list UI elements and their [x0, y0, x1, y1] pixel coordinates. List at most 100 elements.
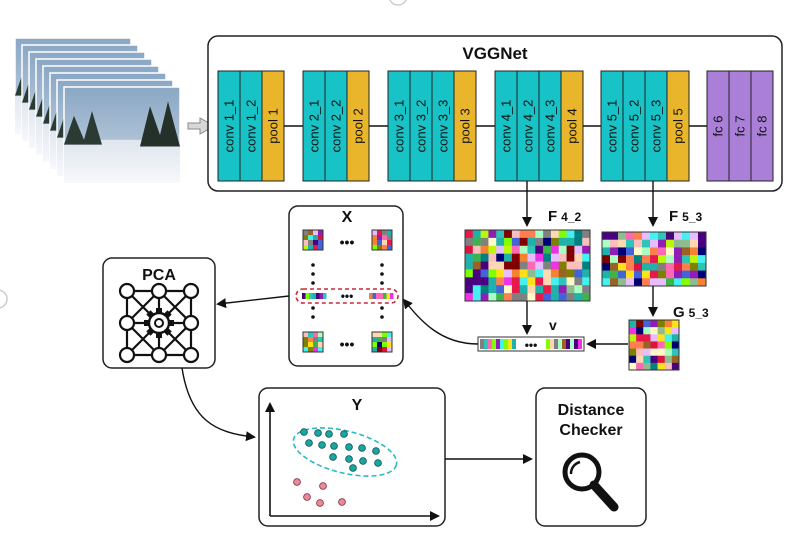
mosaic-cell: [527, 253, 536, 262]
mosaic-cell: [634, 232, 643, 241]
mosaic-cell: [626, 247, 635, 256]
layer-label: conv 4_3: [543, 100, 558, 153]
network-node: [118, 346, 136, 364]
mosaic-border: [371, 229, 393, 251]
pool-layer: pool 5: [666, 70, 690, 182]
vector-cell: [558, 339, 562, 349]
mosaic-cell: [690, 239, 699, 248]
mosaic-cell: [698, 232, 707, 241]
mosaic-cell: [308, 337, 314, 343]
mosaic-cell: [671, 341, 680, 349]
mosaic-cell: [465, 285, 474, 294]
mosaic-cell: [618, 247, 627, 256]
mosaic-cell: [634, 255, 643, 264]
mosaic-cell: [527, 245, 536, 254]
mosaic-cell: [496, 245, 505, 254]
mosaic-cell: [674, 239, 683, 248]
mosaic-cell: [674, 270, 683, 279]
mosaic-cell: [387, 230, 393, 236]
mosaic-cell: [313, 337, 319, 343]
mosaic-cell: [682, 262, 691, 271]
vector-cell: [562, 339, 566, 349]
mosaic-cell: [657, 362, 666, 371]
mosaic-cell: [690, 232, 699, 241]
mosaic-cell: [671, 334, 680, 342]
layer-label: conv 2_2: [329, 100, 344, 153]
mosaic-cell: [377, 240, 383, 246]
mosaic-cell: [671, 348, 680, 357]
gram-matrix-g53: [628, 319, 680, 371]
mosaic-cell: [566, 269, 575, 278]
mosaic-cell: [382, 245, 388, 251]
mosaic-cell: [313, 332, 319, 338]
mosaic-cell: [657, 327, 666, 335]
conv-layer: conv 4_1: [494, 70, 518, 182]
x-vertical-dot: [311, 272, 315, 276]
mosaic-cell: [690, 262, 699, 271]
mosaic-cell: [535, 293, 544, 302]
mosaic-cell: [543, 230, 552, 239]
mosaic-cell: [643, 362, 651, 371]
mosaic-cell: [480, 293, 489, 302]
mosaic-cell: [303, 230, 309, 236]
mosaic-cell: [496, 237, 505, 247]
mosaic-cell: [511, 245, 520, 254]
mosaic-cell: [650, 362, 658, 371]
network-node: [118, 282, 136, 300]
mosaic-cell: [511, 269, 520, 278]
cluster-point: [345, 443, 353, 451]
mosaic-cell: [480, 285, 489, 294]
mosaic-cell: [535, 269, 544, 278]
mosaic-cell: [558, 253, 567, 262]
mosaic-cell: [308, 332, 314, 338]
mosaic-cell: [650, 232, 659, 241]
cluster-point: [372, 447, 380, 455]
mosaic-cell: [650, 355, 658, 364]
mosaic-cell: [313, 230, 319, 236]
mosaic-cell: [377, 337, 383, 343]
outlier-point: [293, 478, 301, 486]
mosaic-cell: [658, 278, 667, 287]
fc-layer: fc 6: [706, 70, 730, 182]
mosaic-cell: [566, 253, 575, 262]
mosaic-cell: [308, 347, 314, 353]
mosaic-cell: [582, 285, 591, 294]
cluster-point: [318, 441, 326, 449]
v-label: v: [549, 317, 557, 333]
mosaic-cell: [550, 277, 560, 286]
mosaic-cell: [690, 278, 699, 287]
mosaic-cell: [629, 334, 637, 342]
mosaic-cell: [664, 355, 673, 364]
vector-cell: [574, 339, 578, 349]
mosaic-cell: [636, 320, 644, 328]
mosaic-cell: [650, 348, 658, 357]
fc-layer: fc 7: [728, 70, 752, 182]
conv-layer: conv 5_1: [600, 70, 624, 182]
mosaic-cell: [543, 237, 552, 247]
mosaic-cell: [527, 285, 536, 294]
mosaic-cell: [303, 235, 309, 241]
mosaic-cell: [382, 337, 388, 343]
mosaic-cell: [558, 285, 567, 294]
mosaic-cell: [566, 261, 575, 270]
mosaic-cell: [664, 348, 673, 357]
mosaic-cell: [480, 245, 489, 254]
mosaic-cell: [634, 278, 643, 287]
mosaic-cell: [657, 355, 666, 364]
mosaic-cell: [550, 261, 560, 270]
pool-layer: pool 4: [560, 70, 584, 182]
mosaic-cell: [610, 255, 619, 264]
mosaic-cell: [642, 255, 651, 264]
mosaic-cell: [602, 262, 611, 271]
mosaic-cell: [372, 230, 378, 236]
mosaic-cell: [643, 341, 651, 349]
mosaic-cell: [382, 240, 388, 246]
vector-cell: [554, 339, 558, 349]
mosaic-cell: [602, 270, 611, 279]
mosaic-cell: [465, 293, 474, 302]
layer-label: pool 3: [458, 108, 473, 143]
mosaic-border: [601, 231, 707, 287]
arrow-pca-to-y: [181, 367, 256, 442]
